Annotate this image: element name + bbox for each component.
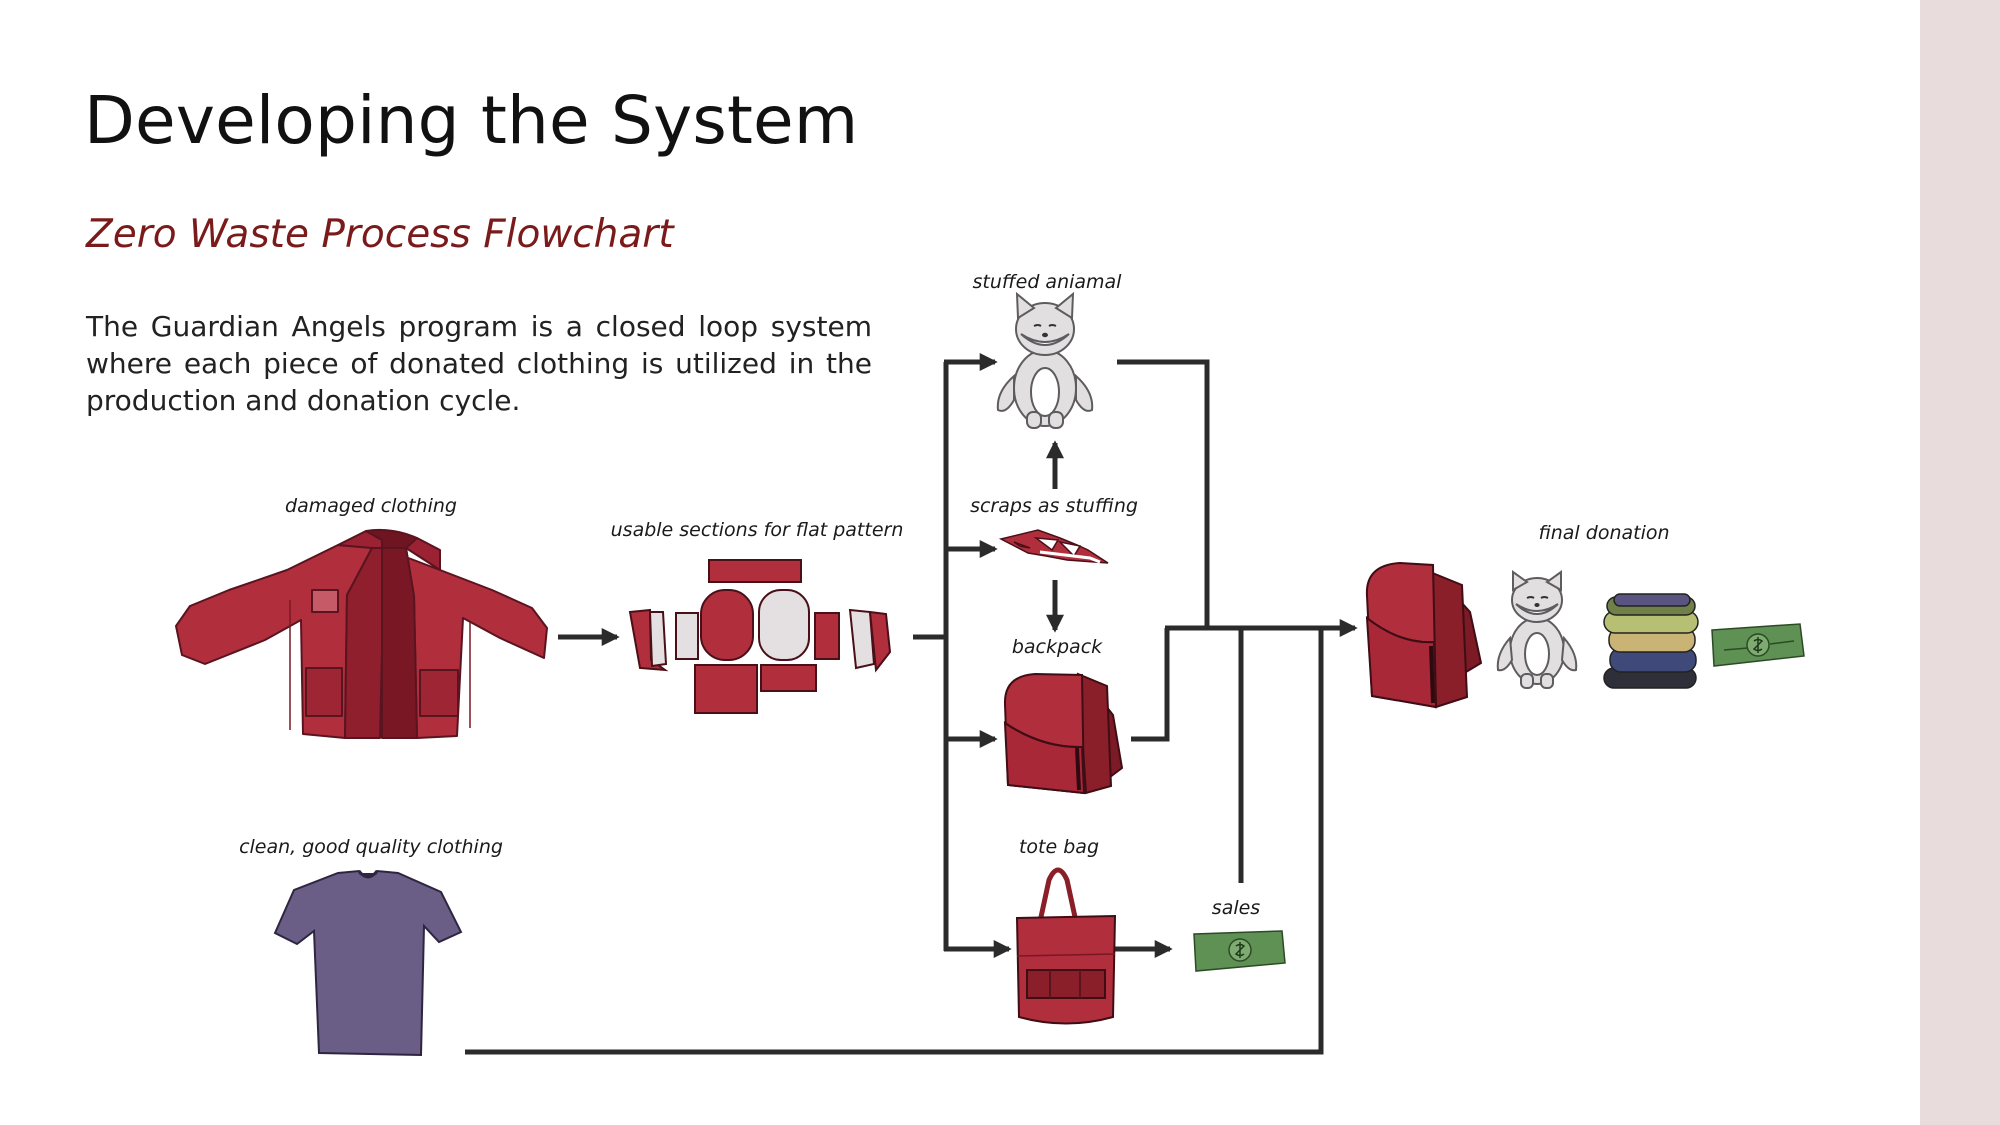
- flow-connectors: [465, 353, 1358, 1055]
- connector-backpack-to-donation: [1131, 628, 1170, 742]
- fabric-scraps-icon: [998, 529, 1109, 564]
- side-strip: [1920, 0, 2000, 1125]
- folded-clothes-stack-icon: [1603, 593, 1699, 689]
- label-clean-clothing: clean, good quality clothing: [239, 836, 503, 858]
- label-final-donation: final donation: [1538, 522, 1670, 544]
- backpack-icon: [1365, 561, 1483, 709]
- stuffed-animal-icon: [996, 291, 1094, 429]
- program-description: The Guardian Angels program is a closed …: [86, 310, 872, 417]
- label-scraps: scraps as stuffing: [970, 495, 1138, 517]
- label-sales: sales: [1211, 897, 1261, 919]
- label-tote-bag: tote bag: [1018, 836, 1100, 858]
- label-stuffed-animal: stuffed aniamal: [972, 271, 1122, 293]
- label-usable-sections: usable sections for flat pattern: [610, 519, 904, 541]
- label-backpack: backpack: [1011, 636, 1103, 658]
- money-bill-icon: [1711, 623, 1805, 667]
- page-title: Developing the System: [84, 82, 859, 159]
- label-damaged-clothing: damaged clothing: [285, 495, 457, 517]
- red-jacket-icon: [175, 528, 548, 739]
- flat-pattern-pieces-icon: [628, 559, 892, 714]
- connector-clean-clothing-to-donation: [465, 626, 1324, 1055]
- purple-tshirt-icon: [273, 869, 463, 1057]
- tote-bag-icon: [1015, 867, 1117, 1025]
- final-donation-group: [1365, 561, 1805, 709]
- backpack-icon: [1003, 672, 1124, 795]
- stuffed-animal-icon: [1496, 570, 1578, 689]
- connector-stuffed-animal-to-donation: [1117, 359, 1210, 630]
- money-bill-icon: [1193, 930, 1286, 972]
- page-subtitle: Zero Waste Process Flowchart: [86, 212, 674, 257]
